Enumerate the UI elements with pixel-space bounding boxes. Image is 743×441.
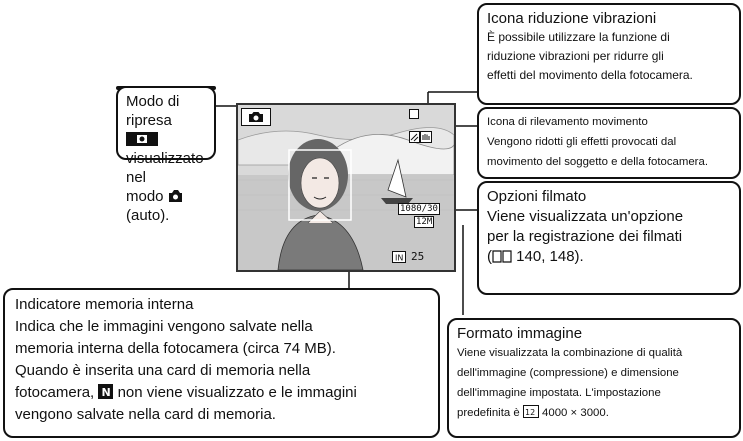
- image-size-line2: dell'immagine (compressione) e dimension…: [457, 367, 679, 379]
- flash-mode-icon: [409, 109, 419, 119]
- lcd-scene: [238, 105, 454, 270]
- svg-text:IN: IN: [395, 254, 403, 263]
- internal-memory-icon: N: [98, 384, 114, 399]
- shooting-mode-line3-pre: modo: [126, 188, 164, 205]
- movie-line2: per la registrazione dei filmati: [487, 228, 683, 245]
- callout-shooting-mode-box: Modo di ripresa visualizzato nel modo (a…: [116, 86, 216, 224]
- memory-line4-pre: fotocamera,: [15, 384, 95, 401]
- motion-line2: movimento del soggetto e della fotocamer…: [487, 156, 708, 168]
- memory-line5: vengono salvate nella card di memoria.: [15, 406, 276, 423]
- motion-detection-icon: [409, 131, 420, 143]
- callout-motion-icon: Icona di rilevamento movimento Vengono r…: [477, 107, 741, 179]
- callout-vr-icon: Icona riduzione vibrazioni È possibile u…: [477, 3, 741, 105]
- camera-icon: [126, 132, 158, 146]
- vr-hand-icon: [420, 131, 432, 143]
- camera-icon: [168, 190, 182, 202]
- movie-line1: Viene visualizzata un'opzione: [487, 208, 684, 225]
- image-size-line4-pre: predefinita è: [457, 407, 520, 419]
- movie-option-icon: 1080/30: [398, 203, 440, 215]
- image-size-icon: 12M: [414, 216, 435, 228]
- exposures-remaining: 25: [411, 250, 425, 263]
- movie-line3: 140, 148).: [516, 248, 584, 265]
- memory-line3: Quando è inserita una card di memoria ne…: [15, 362, 311, 379]
- callout-internal-memory: Indicatore memoria interna Indica che le…: [3, 288, 440, 438]
- camera-icon: [241, 108, 271, 126]
- image-size-line3: dell'immagine impostata. L'impostazione: [457, 387, 661, 399]
- image-size-title: Formato immagine: [457, 325, 583, 342]
- movie-title: Opzioni filmato: [487, 188, 587, 205]
- vr-title: Icona riduzione vibrazioni: [487, 10, 657, 27]
- internal-memory-icon: IN: [392, 251, 406, 263]
- motion-title: Icona di rilevamento movimento: [487, 116, 648, 128]
- shooting-mode-line3-post: (auto).: [126, 207, 170, 224]
- svg-text:12: 12: [525, 408, 535, 417]
- image-size-icon: 12: [522, 405, 539, 418]
- memory-title: Indicatore memoria interna: [15, 296, 194, 313]
- vr-line2: riduzione vibrazioni per ridurre gli: [487, 49, 664, 63]
- camera-lcd-screen: 1080/30 12M IN 25: [236, 103, 456, 272]
- svg-text:N: N: [102, 386, 111, 399]
- vr-line1: È possibile utilizzare la funzione di: [487, 30, 670, 44]
- book-icon: [492, 250, 512, 263]
- memory-line1: Indica che le immagini vengono salvate n…: [15, 318, 313, 335]
- vr-line3: effetti del movimento della fotocamera.: [487, 68, 693, 82]
- image-size-line4-post: 4000 × 3000.: [542, 407, 609, 419]
- shooting-mode-line2: visualizzato nel: [126, 150, 204, 186]
- memory-line2: memoria interna della fotocamera (circa …: [15, 340, 336, 357]
- memory-line4-post: non viene visualizzato e le immagini: [117, 384, 357, 401]
- shooting-mode-title: Modo di ripresa: [126, 93, 180, 129]
- image-size-line1: Viene visualizzata la combinazione di qu…: [457, 347, 683, 359]
- callout-movie-options: Opzioni filmato Viene visualizzata un'op…: [477, 181, 741, 295]
- callout-image-size: Formato immagine Viene visualizzata la c…: [447, 318, 741, 438]
- motion-line1: Vengono ridotti gli effetti provocati da…: [487, 136, 677, 148]
